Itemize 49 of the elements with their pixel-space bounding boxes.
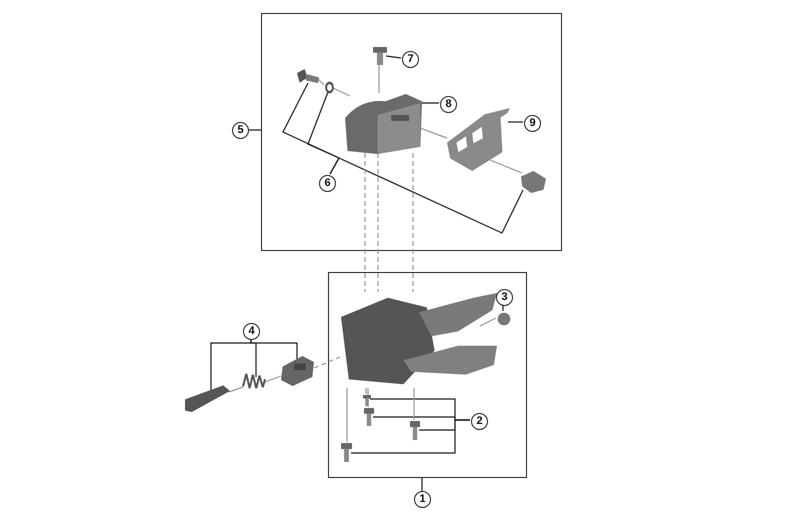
assembly-line xyxy=(490,159,522,174)
spring-drawing xyxy=(243,372,265,390)
screw-drawing xyxy=(373,47,387,65)
leader-line xyxy=(329,157,524,234)
assembly-line xyxy=(332,87,350,97)
callout-number: 2 xyxy=(471,413,488,430)
screw-drawing xyxy=(341,443,352,462)
bolt-drawing xyxy=(297,69,319,85)
leader-line xyxy=(421,478,423,491)
assembly-line xyxy=(364,153,366,292)
assembly-line xyxy=(346,388,348,442)
leader-line xyxy=(386,55,402,59)
screw-drawing xyxy=(410,421,420,440)
callout-number: 5 xyxy=(232,122,249,139)
assembly-line xyxy=(377,153,379,292)
callout-number: 1 xyxy=(414,491,431,508)
callout-number: 3 xyxy=(496,289,513,306)
leader-line xyxy=(351,419,470,454)
screw-drawing xyxy=(363,395,371,406)
assembly-line xyxy=(413,388,415,420)
assembly-frame xyxy=(328,272,527,478)
callout-number: 8 xyxy=(440,96,457,113)
leader-line xyxy=(421,102,439,104)
nut-drawing xyxy=(521,171,546,193)
assembly-line xyxy=(318,78,324,86)
screw-drawing xyxy=(364,408,374,426)
end-cap-drawing xyxy=(497,312,511,326)
callout-number: 7 xyxy=(402,51,419,68)
assembly-line xyxy=(314,356,340,369)
assembly-line xyxy=(412,153,414,292)
assembly-line xyxy=(228,386,244,393)
washer-drawing xyxy=(325,82,334,93)
leader-line xyxy=(210,340,252,390)
callout-number: 9 xyxy=(524,115,541,132)
leader-line xyxy=(508,121,523,123)
assembly-line xyxy=(365,388,367,394)
assembly-line xyxy=(264,375,282,383)
clamp-drawing xyxy=(447,108,510,171)
leader-line xyxy=(249,129,261,131)
leader-line xyxy=(250,340,298,360)
assembly-frame xyxy=(261,13,562,251)
callout-number: 6 xyxy=(319,175,336,192)
leader-line xyxy=(502,305,504,311)
assembly-line xyxy=(367,388,369,407)
rod-drawing xyxy=(185,384,230,412)
assembly-line xyxy=(378,64,380,93)
barrel-drawing xyxy=(281,356,314,386)
assembly-line xyxy=(480,317,496,327)
callout-number: 4 xyxy=(243,323,260,340)
